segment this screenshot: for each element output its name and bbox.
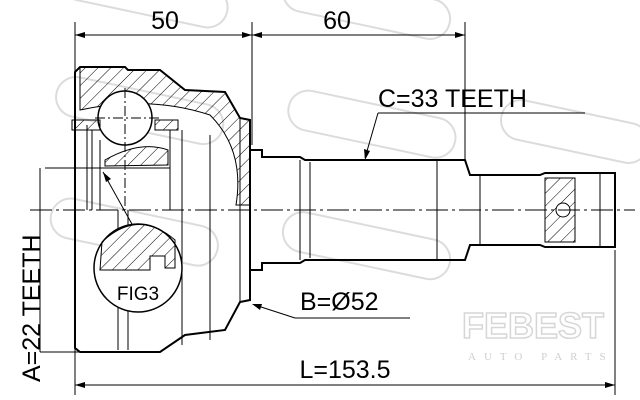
watermark-tagline: AUTO PARTS bbox=[468, 351, 614, 363]
dimension-50: 50 bbox=[75, 7, 252, 38]
label-inner-spline: A=22 TEETH bbox=[18, 234, 46, 382]
dimension-60: 60 bbox=[252, 7, 465, 38]
watermark: FEBEST AUTO PARTS bbox=[49, 0, 640, 363]
svg-text:C=33 TEETH: C=33 TEETH bbox=[378, 85, 527, 113]
dimension-length: L=153.5 bbox=[75, 356, 615, 388]
svg-text:50: 50 bbox=[151, 7, 179, 35]
svg-text:FIG3: FIG3 bbox=[117, 284, 159, 305]
label-outer-spline: C=33 TEETH bbox=[364, 85, 585, 160]
joint-housing bbox=[39, 66, 251, 353]
svg-text:B=Ø52: B=Ø52 bbox=[300, 288, 379, 316]
svg-text:60: 60 bbox=[323, 7, 351, 35]
detail-fig3: FIG3 bbox=[93, 171, 183, 313]
svg-text:L=153.5: L=153.5 bbox=[299, 356, 390, 384]
label-diameter: B=Ø52 bbox=[252, 288, 410, 319]
watermark-brand: FEBEST bbox=[462, 305, 604, 346]
